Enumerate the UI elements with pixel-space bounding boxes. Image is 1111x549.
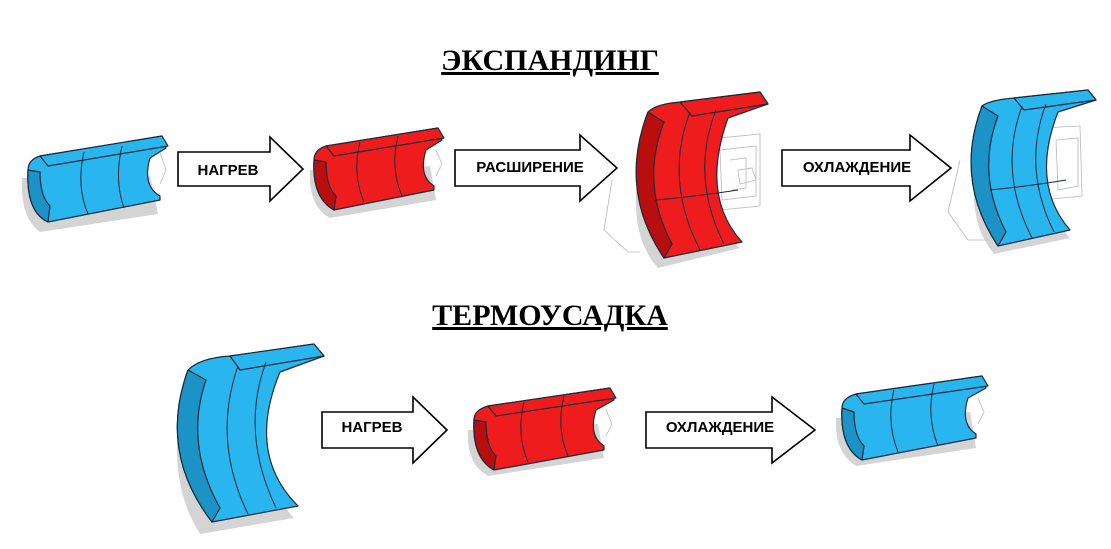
part-small-cold-2 bbox=[835, 375, 989, 466]
part-large-cold bbox=[947, 89, 1097, 254]
part-small-hot-2 bbox=[467, 387, 617, 476]
step-label-cooling-2: ОХЛАЖДЕНИЕ bbox=[666, 419, 774, 436]
arrow-cooling-2: ОХЛАЖДЕНИЕ bbox=[645, 395, 817, 465]
section-title-expanding: ЭКСПАНДИНГ bbox=[441, 44, 659, 77]
part-large-cold-2 bbox=[176, 343, 325, 534]
step-label-cooling-1: ОХЛАЖДЕНИЕ bbox=[803, 159, 911, 176]
arrow-heating-2: НАГРЕВ bbox=[321, 395, 449, 465]
arrow-expansion: РАСШИРЕНИЕ bbox=[454, 133, 619, 203]
step-label-heating-1: НАГРЕВ bbox=[197, 162, 258, 179]
step-label-expansion: РАСШИРЕНИЕ bbox=[476, 159, 583, 176]
arrow-heating-1: НАГРЕВ bbox=[177, 135, 305, 203]
part-large-hot bbox=[603, 91, 769, 268]
step-label-heating-2: НАГРЕВ bbox=[341, 419, 402, 436]
arrow-cooling-1: ОХЛАЖДЕНИЕ bbox=[781, 133, 953, 203]
part-small-cold bbox=[21, 135, 169, 232]
section-title-shrink: ТЕРМОУСАДКА bbox=[432, 299, 668, 332]
part-small-hot bbox=[309, 127, 445, 218]
